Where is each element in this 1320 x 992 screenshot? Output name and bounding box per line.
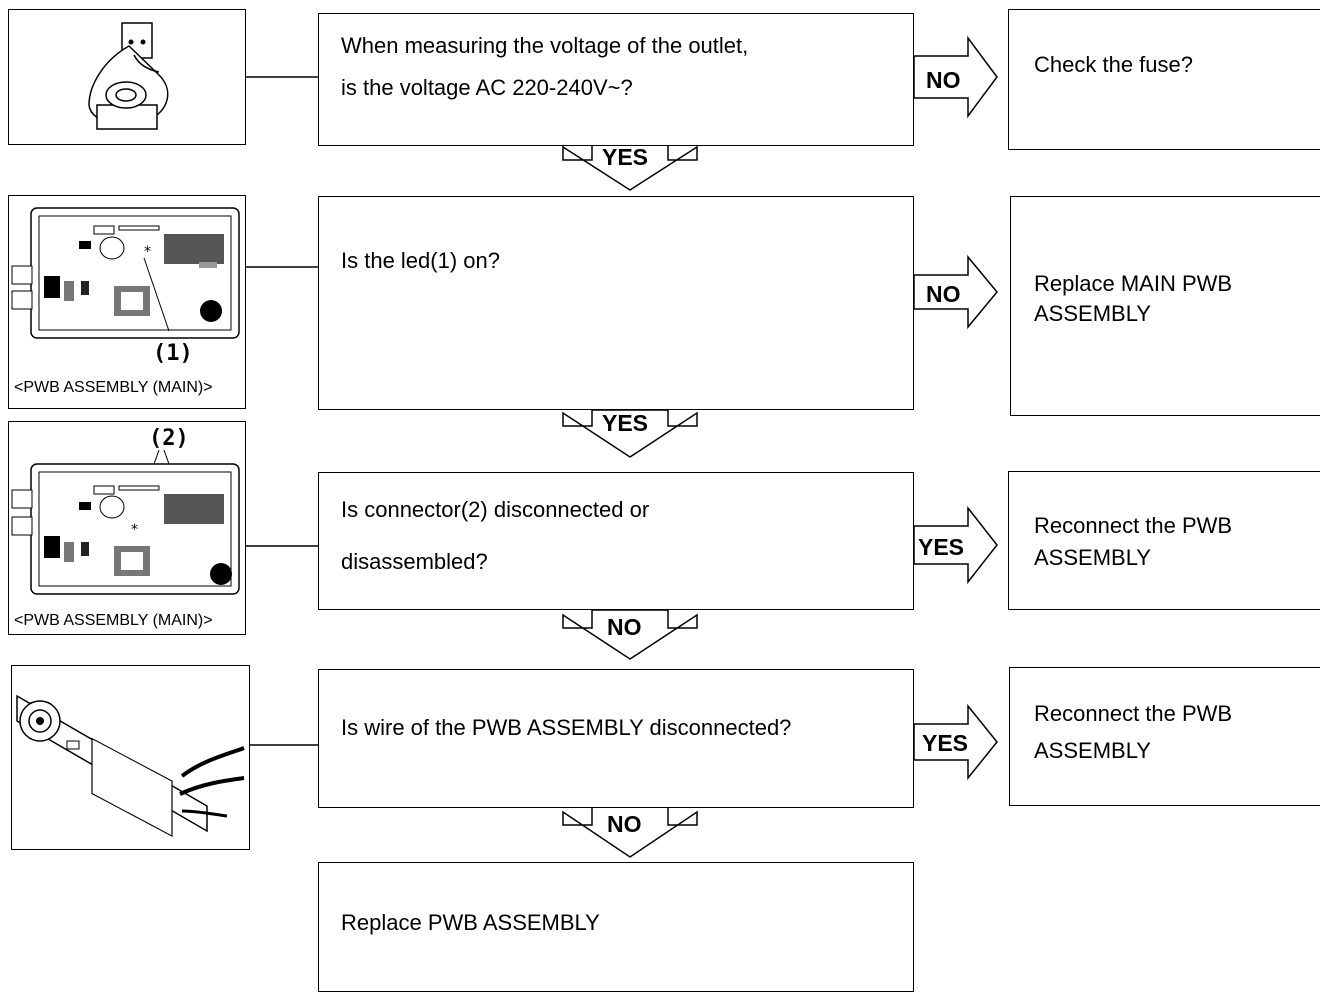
down-label-3: NO <box>607 614 642 640</box>
branch-label-4: YES <box>922 730 969 756</box>
action-box-2: Replace MAIN PWB ASSEMBLY <box>1010 196 1320 416</box>
final-action-box: Replace PWB ASSEMBLY <box>318 862 914 992</box>
action-line: ASSEMBLY <box>1034 301 1151 326</box>
right-arrow-2 <box>913 254 998 330</box>
pwb-caption-1: <PWB ASSEMBLY (MAIN)> <box>14 379 213 396</box>
action-line: ASSEMBLY <box>1034 545 1151 570</box>
question-text-1: When measuring the voltage of the outlet… <box>341 29 748 105</box>
pwb-board-icon: * <box>11 449 240 595</box>
pwb-main-illustration-led: * (1) <PWB ASSEMBLY (MAIN)> <box>8 195 246 409</box>
question-text-3: Is connector(2) disconnected or disassem… <box>341 493 649 579</box>
wire-harness-icon <box>16 694 245 837</box>
branch-label-2: NO <box>926 281 961 307</box>
pwb-main-illustration-connector: (2) * <PWB ASSEMBLY (MAIN)> <box>8 421 246 635</box>
question-line: is the voltage AC 220-240V~? <box>341 75 633 100</box>
svg-text:*: * <box>131 522 138 538</box>
action-line: ASSEMBLY <box>1034 738 1151 763</box>
right-arrow-1 <box>913 35 998 119</box>
down-label-4: NO <box>607 811 642 837</box>
outlet-illustration <box>8 9 246 145</box>
down-arrow-4 <box>562 806 698 858</box>
action-text-1: Check the fuse? <box>1034 52 1193 77</box>
right-arrow-3 <box>913 505 998 585</box>
action-box-3: Reconnect the PWB ASSEMBLY <box>1008 471 1320 610</box>
outlet-plug-icon <box>88 22 169 130</box>
pwb-board-icon: * <box>11 207 240 339</box>
question-box-2: Is the led(1) on? <box>318 196 914 410</box>
connector-pointer-label: (2) <box>149 426 189 451</box>
question-box-3: Is connector(2) disconnected or disassem… <box>318 472 914 610</box>
action-line: Reconnect the PWB <box>1034 513 1233 538</box>
led-pointer-label: (1) <box>153 341 193 366</box>
right-arrow-4 <box>913 703 998 781</box>
question-text-2: Is the led(1) on? <box>341 248 500 273</box>
action-box-4: Reconnect the PWB ASSEMBLY <box>1009 667 1320 806</box>
action-line: Reconnect the PWB <box>1034 701 1233 726</box>
action-text-4: Reconnect the PWB ASSEMBLY <box>1034 695 1232 769</box>
branch-label-1: NO <box>926 67 961 93</box>
branch-label-3: YES <box>918 534 965 560</box>
down-label-1: YES <box>602 144 649 170</box>
question-line: When measuring the voltage of the outlet… <box>341 33 749 58</box>
question-line: disassembled? <box>341 549 488 574</box>
control-panel-illustration <box>11 665 250 850</box>
action-line: Replace MAIN PWB <box>1034 271 1233 296</box>
question-text-4: Is wire of the PWB ASSEMBLY disconnected… <box>341 715 792 740</box>
action-box-1: Check the fuse? <box>1008 9 1320 150</box>
pwb-caption-2: <PWB ASSEMBLY (MAIN)> <box>14 612 213 629</box>
question-line: Is connector(2) disconnected or <box>341 497 650 522</box>
down-arrow-3 <box>562 609 698 660</box>
down-label-2: YES <box>602 410 649 436</box>
question-box-1: When measuring the voltage of the outlet… <box>318 13 914 146</box>
down-arrow-2 <box>562 409 698 458</box>
led-marker: * <box>144 244 151 260</box>
final-action-text: Replace PWB ASSEMBLY <box>341 910 600 935</box>
action-text-2: Replace MAIN PWB ASSEMBLY <box>1034 269 1232 329</box>
down-arrow-1 <box>562 143 698 191</box>
question-box-4: Is wire of the PWB ASSEMBLY disconnected… <box>318 669 914 808</box>
action-text-3: Reconnect the PWB ASSEMBLY <box>1034 510 1232 574</box>
